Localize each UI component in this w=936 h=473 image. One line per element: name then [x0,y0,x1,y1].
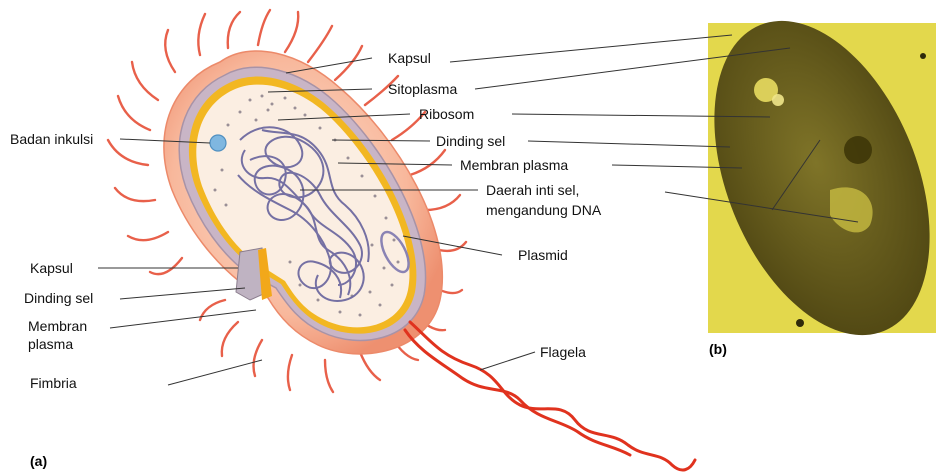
label-daerah-inti-1: Daerah inti sel, [486,182,579,198]
label-membran-1: Membran [28,318,87,334]
electron-micrograph [672,0,936,367]
label-dinding-sel-right: Dinding sel [436,133,505,149]
label-ribosom: Ribosom [419,106,474,122]
micrograph-dark-spot [844,136,872,164]
bacterium-illustration [108,10,695,470]
label-kapsul-left: Kapsul [30,260,73,276]
micrograph-vacuole-small [772,94,784,106]
label-sitoplasma: Sitoplasma [388,81,457,97]
panel-label-b: (b) [709,341,727,357]
label-membran-2: plasma [28,336,73,352]
label-badan-inkulsi: Badan inkulsi [10,131,93,147]
inclusion-body [210,135,226,151]
label-plasmid: Plasmid [518,247,568,263]
label-dinding-sel-left: Dinding sel [24,290,93,306]
label-flagela: Flagela [540,344,586,360]
label-membran-plasma-right: Membran plasma [460,157,568,173]
label-kapsul-top: Kapsul [388,50,431,66]
label-fimbria: Fimbria [30,375,77,391]
label-daerah-inti-2: mengandung DNA [486,202,602,218]
panel-label-a: (a) [30,453,47,469]
cytoplasm [196,85,409,328]
